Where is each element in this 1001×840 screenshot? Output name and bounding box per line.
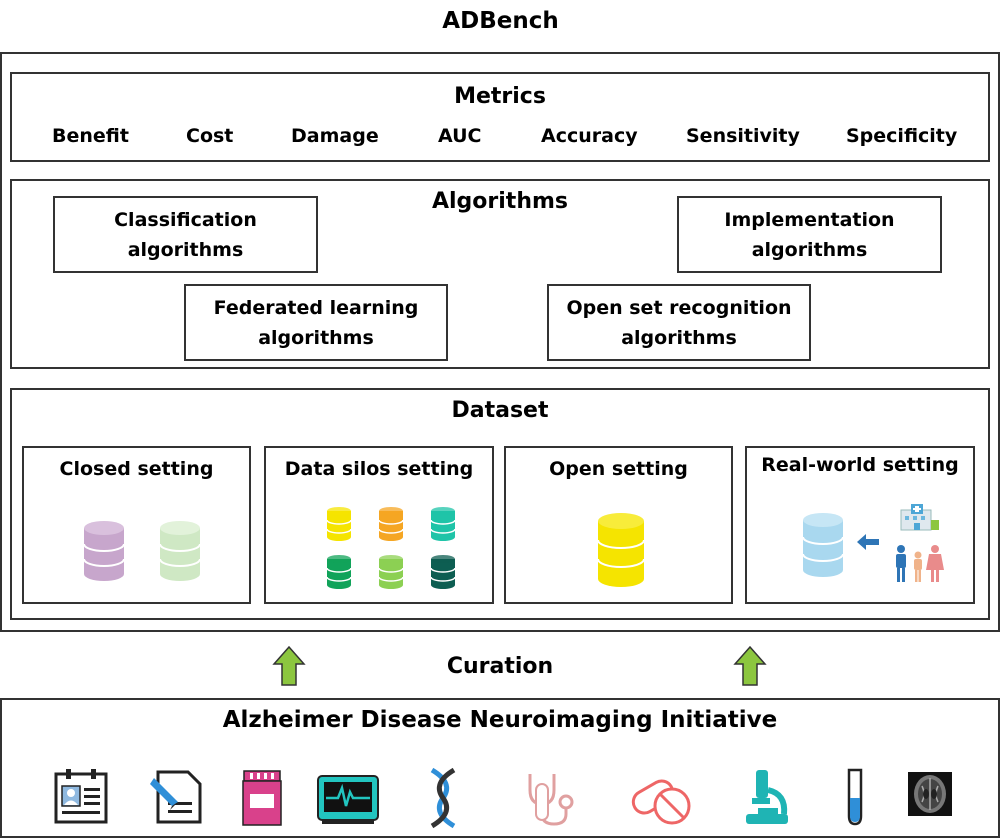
silo-databases	[266, 448, 496, 606]
silo-database-icon	[326, 507, 352, 541]
stethoscope-icon	[528, 774, 574, 826]
metric-benefit: Benefit	[52, 125, 129, 147]
dataset-title: Dataset	[451, 398, 549, 423]
closed-setting-card: Closed setting	[22, 446, 251, 604]
database-blue-icon	[802, 513, 844, 577]
open-setting-label: Open setting	[549, 458, 688, 480]
hospital-icon	[900, 504, 939, 531]
algorithms-title: Algorithms	[431, 189, 569, 214]
silo-database-icon	[378, 555, 404, 589]
patients-family-icon	[896, 545, 944, 582]
open-set-recognition-algorithms-box: Open set recognition algorithms	[547, 284, 811, 361]
pills-icon	[631, 779, 691, 825]
classification-algorithms-box: Classification algorithms	[53, 196, 318, 273]
metrics-title: Metrics	[454, 84, 546, 109]
ecg-monitor-icon	[317, 775, 379, 824]
database-purple-icon	[83, 521, 125, 581]
database-yellow-icon	[597, 513, 645, 587]
silo-database-icon	[430, 507, 456, 541]
openset-line2: algorithms	[621, 326, 737, 349]
silo-database-icon	[378, 507, 404, 541]
federated-line1: Federated learning	[213, 296, 419, 319]
curation-label: Curation	[446, 654, 554, 679]
metric-specificity: Specificity	[846, 125, 958, 147]
metric-accuracy: Accuracy	[541, 125, 638, 147]
medicine-jar-icon	[242, 770, 282, 826]
metrics-panel	[10, 72, 990, 162]
brain-scan-icon	[908, 772, 952, 816]
real-world-setting-label: Real-world setting	[761, 454, 959, 476]
openset-line1: Open set recognition	[566, 296, 792, 319]
implementation-line1: Implementation	[724, 208, 895, 231]
classification-line2: algorithms	[127, 238, 244, 261]
metric-sensitivity: Sensitivity	[686, 125, 800, 147]
federated-line2: algorithms	[258, 326, 374, 349]
silo-database-icon	[430, 555, 456, 589]
data-silos-setting-label: Data silos setting	[284, 458, 474, 480]
adni-title: Alzheimer Disease Neuroimaging Initiativ…	[222, 707, 778, 733]
data-silos-setting-card: Data silos setting	[264, 446, 494, 604]
id-card-icon	[54, 769, 108, 824]
microscope-icon	[746, 770, 788, 824]
metric-damage: Damage	[291, 125, 379, 147]
closed-setting-label: Closed setting	[59, 458, 214, 480]
real-world-setting-card: Real-world setting	[745, 446, 975, 604]
silo-database-icon	[326, 555, 352, 589]
database-green-icon	[159, 521, 201, 581]
implementation-line2: algorithms	[751, 238, 868, 261]
open-setting-card: Open setting	[504, 446, 733, 604]
test-tube-icon	[847, 768, 863, 826]
document-edit-icon	[150, 770, 202, 824]
metric-cost: Cost	[186, 125, 234, 147]
classification-line1: Classification	[114, 208, 257, 231]
diagram-title: ADBench	[442, 8, 559, 34]
arrow-left-icon	[857, 534, 879, 550]
metric-auc: AUC	[438, 125, 482, 147]
curation-arrow-left-icon	[272, 645, 306, 686]
implementation-algorithms-box: Implementation algorithms	[677, 196, 942, 273]
dna-icon	[430, 767, 456, 829]
curation-arrow-right-icon	[733, 645, 767, 686]
federated-learning-algorithms-box: Federated learning algorithms	[184, 284, 448, 361]
